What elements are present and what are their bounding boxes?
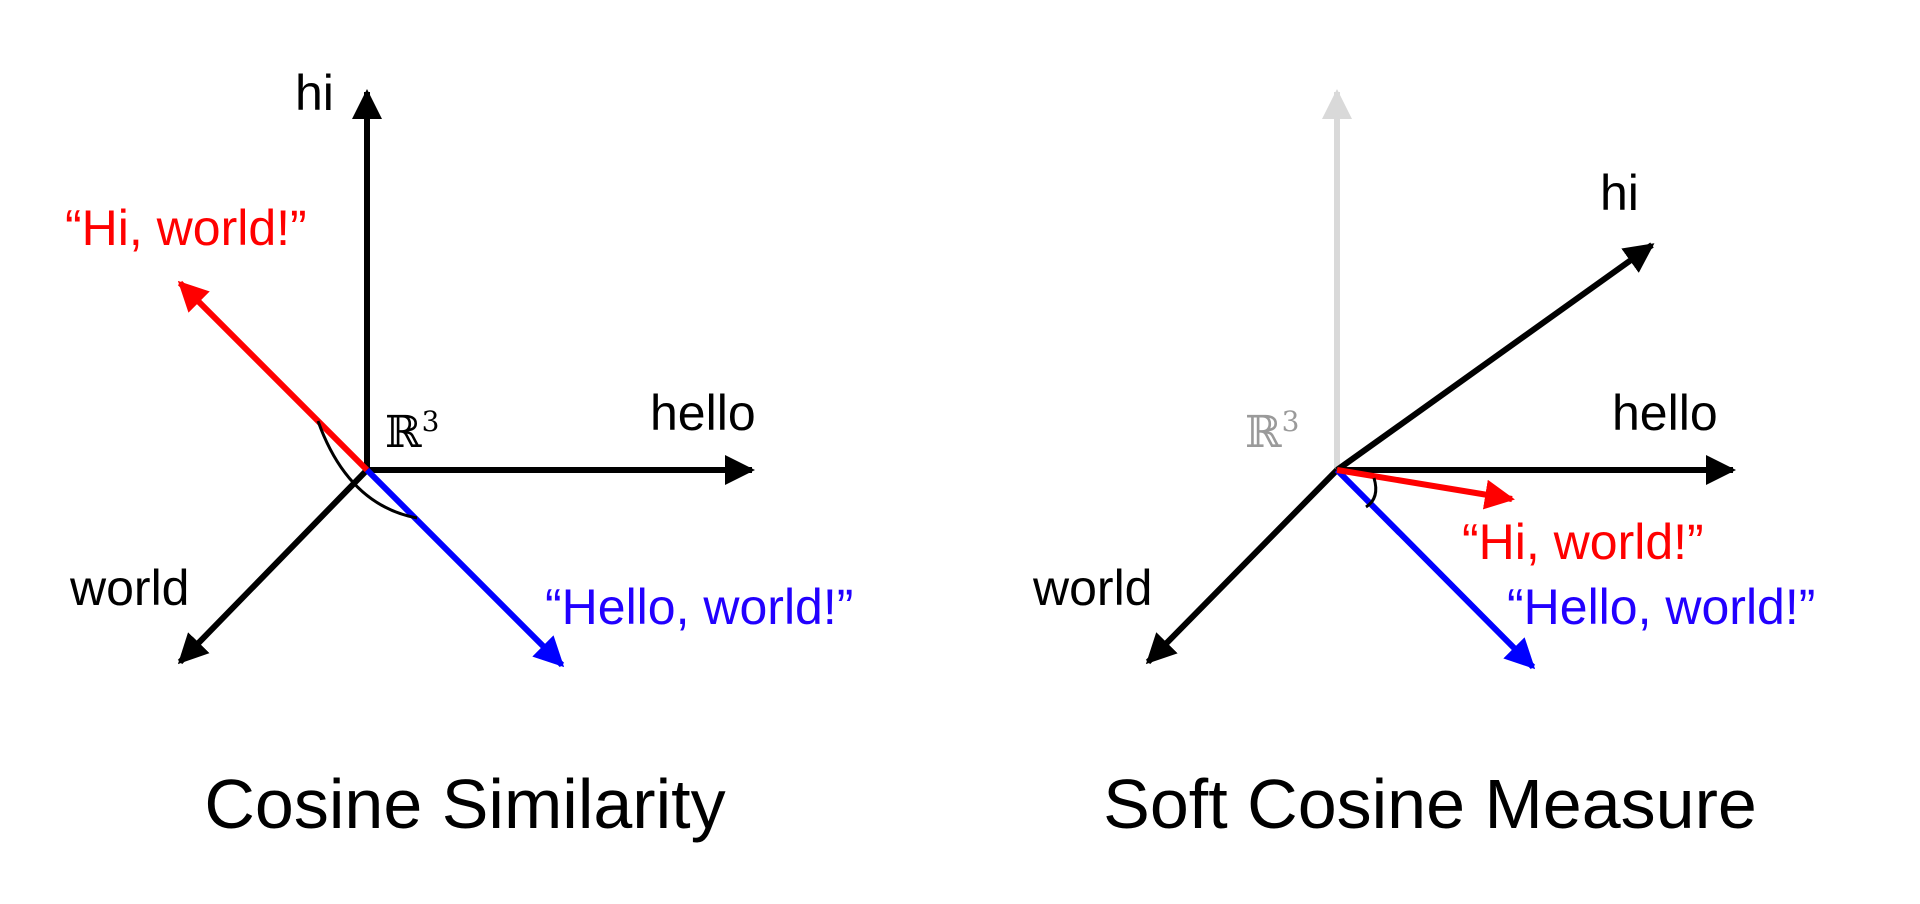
angle-arc [316,420,418,520]
vector-space-symbol: ℝ [1245,407,1282,458]
hello-world-label: “Hello, world!” [1507,579,1815,635]
vector-space-label: ℝ3 [1245,405,1299,458]
vector-space-exponent: 3 [422,405,440,438]
hi-world-vector [1336,467,1515,510]
hi-axis-label: hi [295,65,334,121]
vector-space-symbol: ℝ [385,407,422,458]
cosine-similarity-panel: hi hello world “Hi, world!” “Hello, worl… [65,65,853,843]
world-axis-arrow [177,467,370,665]
hi-world-vector [177,280,370,473]
soft-cosine-measure-caption: Soft Cosine Measure [1103,765,1757,843]
hi-axis-label: hi [1600,165,1639,221]
vector-space-exponent: 3 [1282,405,1300,438]
hello-axis-label: hello [650,385,756,441]
angle-arc [1365,477,1378,509]
world-axis-label: world [69,560,189,616]
hello-world-vector [364,467,565,668]
cosine-similarity-caption: Cosine Similarity [204,765,725,843]
hello-world-label: “Hello, world!” [545,579,853,635]
world-axis-label: world [1032,560,1152,616]
vector-space-label: ℝ3 [385,405,439,458]
hello-axis-label: hello [1612,385,1718,441]
hi-world-label: “Hi, world!” [65,200,307,256]
hi-world-label: “Hi, world!” [1462,514,1704,570]
world-axis-arrow [1145,467,1340,665]
hi-axis-arrow [1335,242,1655,473]
soft-cosine-measure-panel: hi hello world “Hi, world!” “Hello, worl… [1032,89,1815,843]
